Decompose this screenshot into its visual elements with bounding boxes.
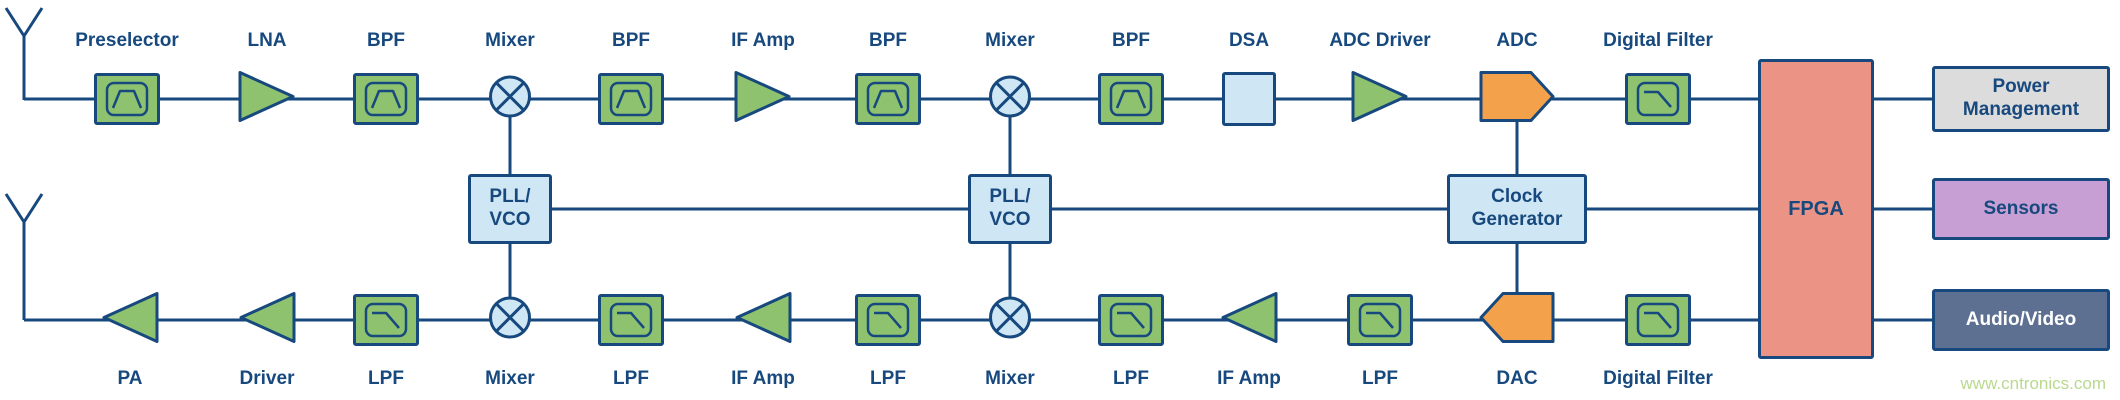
rx-mixer1-label: Mixer	[485, 30, 535, 51]
rx-digital-filter-label: Digital Filter	[1603, 30, 1713, 51]
lowpass-icon	[1358, 302, 1402, 338]
tx-digital-filter-label: Digital Filter	[1603, 368, 1713, 389]
mixer-icon	[489, 75, 531, 118]
rx-bpf1-filter	[353, 73, 419, 125]
tx-driver-label: Driver	[239, 368, 295, 389]
rx-adc-converter	[1479, 71, 1555, 128]
rx-mixer1	[487, 74, 533, 125]
sensors-block: Sensors	[1932, 178, 2110, 240]
tx-mixer1-label: Mixer	[485, 368, 535, 389]
fpga-block: FPGA	[1758, 59, 1874, 359]
lowpass-icon	[1636, 302, 1680, 338]
rx-bpf3-filter	[855, 73, 921, 125]
amplifier-left-icon	[735, 292, 792, 343]
tx-if-amplifier-2	[1219, 290, 1279, 351]
bandpass-icon	[609, 81, 653, 117]
tx-lpf4-filter	[1098, 294, 1164, 346]
rx-mixer2	[987, 74, 1033, 125]
amplifier-left-icon	[1221, 292, 1278, 343]
tx-if-amp1-label: IF Amp	[731, 368, 795, 389]
tx-digital-filter	[1625, 294, 1691, 346]
tx-mixer2-label: Mixer	[985, 368, 1035, 389]
rx-lna-amplifier	[237, 69, 297, 130]
lowpass-icon	[364, 302, 408, 338]
tx-lpf1-filter	[353, 294, 419, 346]
tx-if-amp2-label: IF Amp	[1217, 368, 1281, 389]
tx-lpf5-label: LPF	[1362, 368, 1398, 389]
pll-vco-1-block: PLL/ VCO	[468, 174, 552, 244]
tx-dac-converter	[1479, 292, 1555, 349]
rx-dsa-label: DSA	[1228, 30, 1270, 51]
bandpass-icon	[1109, 81, 1153, 117]
tx-lpf2-label: LPF	[613, 368, 649, 389]
pll-vco-2-block: PLL/ VCO	[968, 174, 1052, 244]
tx-dac-label: DAC	[1496, 368, 1538, 389]
amplifier-left-icon	[102, 292, 159, 343]
tx-antenna-icon	[4, 193, 44, 320]
rx-bpf4-label: BPF	[1112, 30, 1150, 51]
rx-preselector-filter	[94, 73, 160, 125]
adc-pentagon-icon	[1479, 71, 1555, 122]
rx-if-amp-label: IF Amp	[731, 30, 795, 51]
tx-lpf5-filter	[1347, 294, 1413, 346]
rx-digital-filter	[1625, 73, 1691, 125]
mixer-icon	[989, 296, 1031, 339]
lowpass-icon	[866, 302, 910, 338]
tx-lpf3-filter	[855, 294, 921, 346]
lowpass-icon	[1109, 302, 1153, 338]
amplifier-right-icon	[238, 71, 295, 122]
rx-preselector-label: Preselector	[75, 30, 179, 51]
rx-adc-driver-amplifier	[1350, 69, 1410, 130]
mixer-icon	[489, 296, 531, 339]
rx-bpf2-label: BPF	[612, 30, 650, 51]
audio-video-block: Audio/Video	[1932, 289, 2110, 351]
mixer-icon	[989, 75, 1031, 118]
tx-lpf4-label: LPF	[1113, 368, 1149, 389]
amplifier-right-icon	[1351, 71, 1408, 122]
watermark: www.cntronics.com	[1960, 374, 2106, 393]
rx-antenna-icon	[4, 7, 44, 100]
tx-driver-amplifier	[237, 290, 297, 351]
rx-dsa-block	[1222, 72, 1276, 126]
rx-if-amplifier	[733, 69, 793, 130]
tx-mixer1	[487, 295, 533, 346]
tx-lpf1-label: LPF	[368, 368, 404, 389]
amplifier-right-icon	[734, 71, 791, 122]
rx-lna-label: LNA	[247, 30, 287, 51]
bandpass-icon	[105, 81, 149, 117]
rx-bpf4-filter	[1098, 73, 1164, 125]
rx-mixer2-label: Mixer	[985, 30, 1035, 51]
tx-mixer2	[987, 295, 1033, 346]
clock-generator-block: Clock Generator	[1447, 174, 1587, 244]
lowpass-icon	[609, 302, 653, 338]
lowpass-icon	[1636, 81, 1680, 117]
rx-bpf3-label: BPF	[869, 30, 907, 51]
bandpass-icon	[866, 81, 910, 117]
dac-pentagon-icon	[1479, 292, 1555, 343]
rx-adc-label: ADC	[1496, 30, 1538, 51]
bandpass-icon	[364, 81, 408, 117]
rx-bpf1-label: BPF	[367, 30, 405, 51]
amplifier-left-icon	[239, 292, 296, 343]
tx-if-amplifier-1	[733, 290, 793, 351]
tx-pa-label: PA	[117, 368, 143, 389]
tx-lpf2-filter	[598, 294, 664, 346]
tx-lpf3-label: LPF	[870, 368, 906, 389]
power-management-block: Power Management	[1932, 66, 2110, 132]
rx-adc-driver-label: ADC Driver	[1329, 30, 1431, 51]
rx-bpf2-filter	[598, 73, 664, 125]
tx-pa-amplifier	[100, 290, 160, 351]
